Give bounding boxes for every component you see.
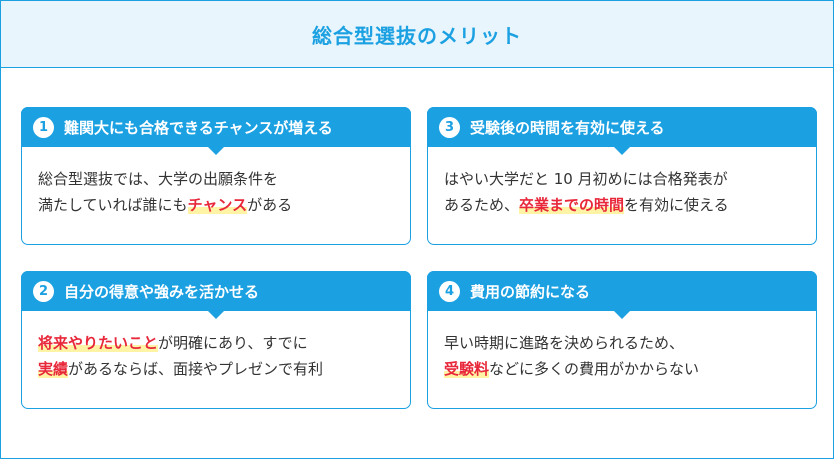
page-title: 総合型選抜のメリット — [312, 23, 522, 48]
merit-card-2: 2 自分の得意や強みを活かせる 将来やりたいことが明確にあり、すでに 実績がある… — [21, 271, 411, 409]
body-line: 将来やりたいことが明確にあり、すでに — [38, 330, 400, 356]
number-badge: 2 — [33, 280, 54, 302]
card-title: 費用の節約になる — [470, 282, 591, 301]
body-text: 満たしていれば誰にも — [38, 196, 188, 214]
body-line: 総合型選抜では、大学の出願条件を — [38, 170, 279, 188]
card-header: 4 費用の節約になる — [427, 271, 817, 319]
card-header: 3 受験後の時間を有効に使える — [427, 107, 817, 155]
highlight-text: チャンス — [187, 196, 248, 214]
merit-card-4: 4 費用の節約になる 早い時期に進路を決められるため、 受験料などに多くの費用が… — [427, 271, 817, 409]
card-title: 受験後の時間を有効に使える — [470, 118, 665, 137]
body-line: 実績があるならば、面接やプレゼンで有利 — [38, 356, 400, 382]
card-body: 早い時期に進路を決められるため、 受験料などに多くの費用がかからない — [444, 330, 806, 382]
body-text: があるならば、面接やプレゼンで有利 — [68, 360, 324, 378]
body-text: あるため、 — [444, 196, 520, 214]
card-body: 将来やりたいことが明確にあり、すでに 実績があるならば、面接やプレゼンで有利 — [38, 330, 400, 382]
body-line: はやい大学だと 10 月初めには合格発表が — [444, 170, 728, 188]
body-line: 早い時期に進路を決められるため、 — [444, 334, 685, 352]
highlight-text: 卒業までの時間 — [519, 196, 625, 214]
number-badge: 3 — [439, 116, 460, 138]
number-badge: 4 — [439, 280, 460, 302]
highlight-text: 将来やりたいこと — [38, 334, 159, 352]
number-badge: 1 — [33, 116, 54, 138]
body-text: などに多くの費用がかからない — [489, 360, 700, 378]
merit-card-1: 1 難関大にも合格できるチャンスが増える 総合型選抜では、大学の出願条件を 満た… — [21, 107, 411, 245]
body-text: が明確にあり、すでに — [158, 334, 308, 352]
header-bar: 総合型選抜のメリット — [1, 1, 833, 68]
merit-card-3: 3 受験後の時間を有効に使える はやい大学だと 10 月初めには合格発表が ある… — [427, 107, 817, 245]
card-title: 難関大にも合格できるチャンスが増える — [64, 118, 333, 137]
card-title: 自分の得意や強みを活かせる — [64, 282, 260, 301]
body-line: あるため、卒業までの時間を有効に使える — [444, 192, 806, 218]
card-header: 2 自分の得意や強みを活かせる — [21, 271, 411, 319]
card-header: 1 難関大にも合格できるチャンスが増える — [21, 107, 411, 155]
card-body: はやい大学だと 10 月初めには合格発表が あるため、卒業までの時間を有効に使え… — [444, 166, 806, 218]
body-line: 満たしていれば誰にもチャンスがある — [38, 192, 400, 218]
highlight-text: 実績 — [38, 360, 69, 378]
body-line: 受験料などに多くの費用がかからない — [444, 356, 806, 382]
body-text: がある — [247, 196, 293, 214]
highlight-text: 受験料 — [444, 360, 490, 378]
card-body: 総合型選抜では、大学の出願条件を 満たしていれば誰にもチャンスがある — [38, 166, 400, 218]
body-text: を有効に使える — [624, 196, 729, 214]
